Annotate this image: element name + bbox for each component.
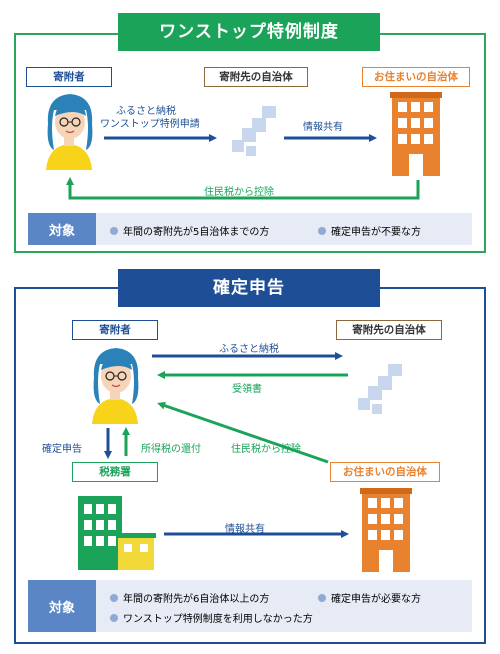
one-stop-title: ワンストップ特例制度 <box>118 13 380 51</box>
residence-municipality-label: お住まいの自治体 <box>330 462 440 482</box>
condition-item: 年間の寄附先が5自治体までの方 <box>110 223 269 238</box>
refund-text: 所得税の還付 <box>141 444 201 455</box>
receipt-text: 受領書 <box>232 384 262 395</box>
share-text-2: 情報共有 <box>225 524 265 535</box>
japan-map-icon <box>232 106 276 156</box>
condition-item: ワンストップ特例制度を利用しなかった方 <box>110 610 313 625</box>
share-text-1: 情報共有 <box>303 122 343 133</box>
deduction-text-1: 住民税から控除 <box>204 187 274 198</box>
condition-item: 年間の寄附先が6自治体以上の方 <box>110 590 269 605</box>
tax-return-target-box: 対象 年間の寄附先が6自治体以上の方 確定申告が必要な方 ワンストップ特例制度を… <box>28 580 472 632</box>
apply-text-2: ワンストップ特例申請 <box>100 119 200 130</box>
bullet-icon <box>318 226 326 235</box>
one-stop-target-box: 対象 年間の寄附先が5自治体までの方 確定申告が不要な方 <box>28 213 472 245</box>
destination-municipality-label: 寄附先の自治体 <box>336 320 442 340</box>
target-label: 対象 <box>28 213 96 245</box>
apply-text-1: ふるさと納税 <box>116 106 176 117</box>
deduction-text-2: 住民税から控除 <box>231 444 301 455</box>
arrow-deduction <box>66 177 420 200</box>
residence-municipality-label: お住まいの自治体 <box>362 67 470 87</box>
person-icon <box>92 348 139 424</box>
condition-item: 確定申告が必要な方 <box>318 590 421 605</box>
tax-return-title: 確定申告 <box>118 269 380 307</box>
target-label: 対象 <box>28 580 96 632</box>
municipal-building-icon <box>360 488 412 572</box>
municipal-building-icon <box>390 92 442 176</box>
condition-item: 確定申告が不要な方 <box>318 223 421 238</box>
japan-map-icon <box>358 364 402 414</box>
arrow-deduction <box>157 401 329 464</box>
person-icon <box>46 94 93 170</box>
donor-label: 寄附者 <box>26 67 112 87</box>
donor-label: 寄附者 <box>72 320 158 340</box>
tax-office-building-icon <box>78 496 156 570</box>
donation-text: ふるさと納税 <box>219 344 279 355</box>
bullet-icon <box>110 226 118 235</box>
filing-text: 確定申告 <box>42 444 82 455</box>
destination-municipality-label: 寄附先の自治体 <box>204 67 308 87</box>
bullet-icon <box>110 613 118 622</box>
bullet-icon <box>110 593 118 602</box>
tax-office-label: 税務署 <box>72 462 158 482</box>
bullet-icon <box>318 593 326 602</box>
